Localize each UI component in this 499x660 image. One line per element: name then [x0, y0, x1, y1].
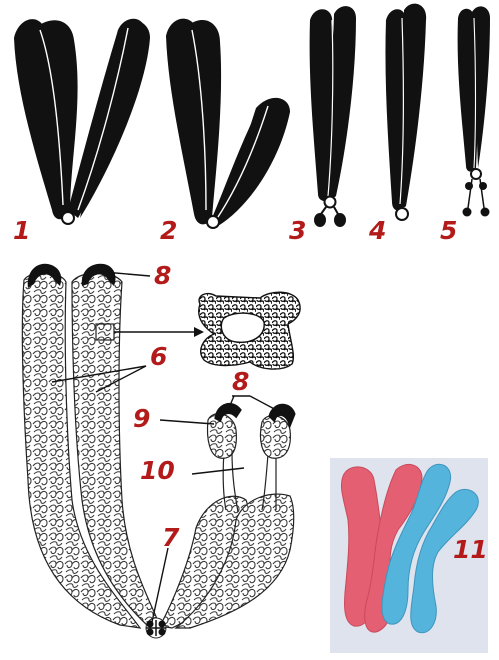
magnified-loop — [199, 292, 300, 369]
chromosome-type-3 — [310, 6, 356, 227]
label-thread: 10 — [140, 458, 175, 483]
label-chromomere-arm: 8 — [232, 369, 249, 394]
label-type-4: 4 — [369, 218, 386, 243]
chromosome-type-5 — [458, 6, 490, 216]
label-centromere: 7 — [162, 525, 179, 550]
label-type-2: 2 — [160, 218, 177, 243]
label-type-3: 3 — [289, 218, 306, 243]
label-type-5: 5 — [440, 218, 457, 243]
chromosome-type-2 — [166, 19, 290, 228]
centromere-knot — [146, 618, 166, 638]
chromosome-type-4 — [385, 4, 426, 220]
chromosome-type-1 — [14, 19, 150, 224]
label-type-1: 1 — [13, 218, 30, 243]
label-chromomere-top: 8 — [154, 263, 171, 288]
label-chromatids: 6 — [150, 344, 167, 369]
label-photo: 11 — [453, 537, 488, 562]
label-arm-end: 9 — [133, 406, 150, 431]
